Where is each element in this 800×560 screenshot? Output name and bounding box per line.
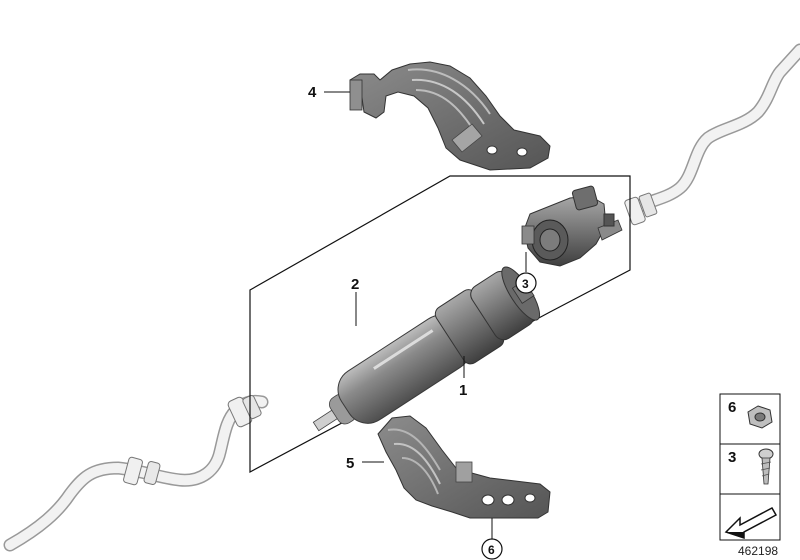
- arrow-symbol-icon: [724, 506, 778, 540]
- callout-4: 4: [308, 84, 317, 101]
- callout-1: 1: [459, 382, 467, 399]
- callout-6: 6: [488, 543, 495, 557]
- callout-5: 5: [346, 455, 354, 472]
- parts-legend: 6 3: [719, 393, 781, 541]
- filter-valve: [521, 185, 623, 267]
- legend-screw-number: 3: [728, 449, 736, 466]
- legend-nut-number: 6: [728, 399, 736, 416]
- fuel-pipe-right: [624, 43, 800, 226]
- callout-3-circled: 3: [515, 272, 537, 294]
- fuel-pipe-left: [3, 394, 269, 552]
- diagram-reference-number: 462198: [738, 544, 778, 558]
- upper-bracket: [349, 61, 551, 171]
- callout-6-circled: 6: [481, 538, 503, 560]
- fuel-filter: [312, 266, 541, 432]
- callout-3: 3: [522, 277, 529, 291]
- lower-bracket: [377, 415, 551, 519]
- callout-2: 2: [351, 276, 359, 293]
- assembly-outline: [249, 175, 631, 473]
- screw-icon: [758, 448, 774, 485]
- hex-nut-icon: [747, 405, 773, 429]
